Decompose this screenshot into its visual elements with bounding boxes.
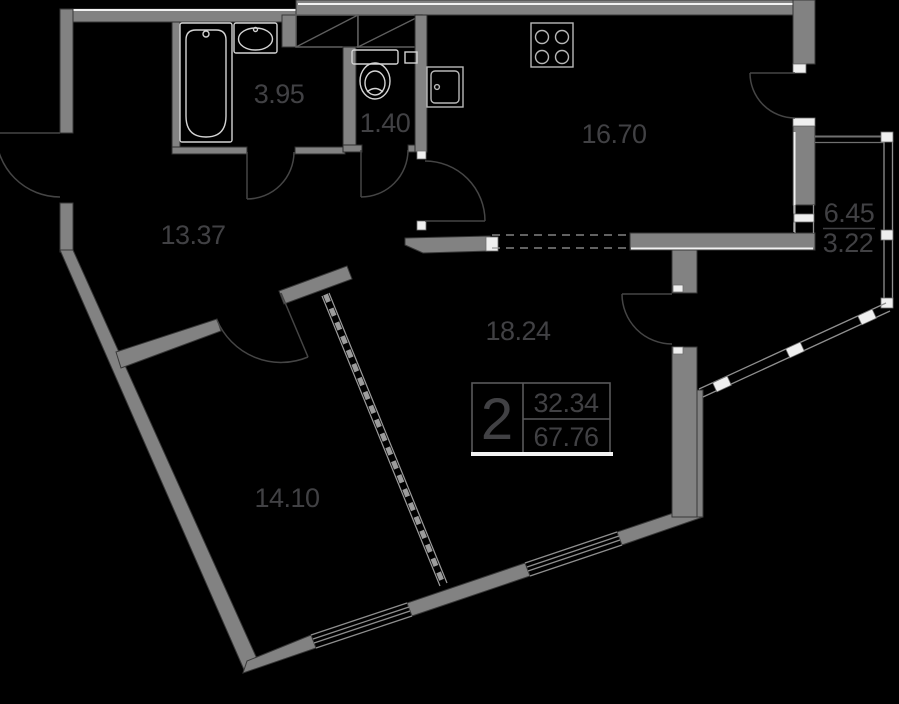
room-labels: 3.95 1.40 16.70 13.37 18.24 14.10 6.45 3… [160, 79, 875, 513]
stamp-room-count: 2 [481, 387, 513, 452]
wall-kitchen-south [629, 232, 816, 251]
toilet-icon [351, 49, 418, 100]
washing-machine-icon [426, 66, 464, 108]
wall-east-outer-strip [696, 389, 704, 518]
wall-wc-south-left [342, 144, 363, 153]
glazing-tick [712, 375, 732, 393]
wall-kitchen-right-lower [792, 125, 816, 206]
wall-left-slant [59, 249, 259, 673]
stove-icon [530, 22, 574, 68]
interior-walls [115, 14, 630, 369]
wall-hall-bedroom [115, 318, 222, 369]
wall-bathroom-south-right [294, 146, 346, 155]
wc-area-label: 1.40 [360, 108, 411, 138]
kitchen-area-label: 16.70 [581, 119, 646, 149]
wall-living-west-piece [404, 235, 491, 254]
wall-kitchen-right-upper [792, 0, 816, 65]
fixtures [179, 22, 574, 143]
wall-shaft-junction [281, 14, 297, 48]
wall-left-upper [59, 8, 74, 134]
wall-bathroom-west [171, 21, 181, 148]
stamp-total-area: 67.76 [533, 422, 598, 452]
wall-east-lower [671, 346, 698, 518]
exterior-walls [59, 0, 816, 674]
wall-top-main [295, 0, 816, 16]
vent-shafts [295, 14, 423, 48]
balcony-area-counted: 3.22 [823, 228, 874, 258]
stamp-underline [471, 452, 613, 456]
wall-piece-jamb [485, 236, 499, 252]
bathroom-area-label: 3.95 [254, 79, 305, 109]
window-bedroom [310, 602, 413, 649]
entrance-door [0, 132, 61, 198]
wall-hall-bedroom-piece [278, 265, 353, 305]
glazing-tick [880, 229, 894, 241]
wall-bottom-seg2 [406, 562, 531, 617]
living-area-label: 18.24 [485, 316, 551, 346]
wash-basin-icon [233, 22, 278, 54]
hallway-area-label: 13.37 [160, 220, 225, 250]
kitchen-balcony-door [749, 63, 816, 127]
wall-left-lower [59, 202, 74, 253]
bathroom-door [246, 151, 295, 200]
wall-bathroom-south-left [171, 146, 248, 155]
bathtub-icon [179, 22, 233, 143]
hall-living-door [416, 150, 486, 231]
apartment-stamp: 2 32.34 67.76 [471, 382, 613, 456]
glazing-tick [880, 297, 894, 309]
glazing-tick [857, 308, 877, 326]
wall-bath-wc-divider [342, 46, 357, 153]
vent-shaft-diagonal [295, 14, 359, 48]
wall-wc-east [414, 14, 428, 153]
doors [0, 63, 816, 364]
window-living [524, 531, 623, 577]
balcony-area-full: 6.45 [824, 198, 875, 228]
living-balcony-door [621, 284, 684, 355]
balcony-glazing [698, 131, 894, 398]
kitchen-window-tick [793, 213, 815, 223]
stamp-living-area: 32.34 [533, 388, 599, 418]
glazing-tick [785, 341, 805, 359]
balcony-area-label: 6.45 3.22 [823, 198, 875, 258]
bottom-windows [310, 531, 623, 649]
hatched-partition [321, 292, 448, 587]
vent-shaft-diagonal [357, 14, 423, 48]
wc-door [360, 149, 409, 198]
glazing-tick [880, 131, 894, 143]
hall-bedroom-door [216, 292, 309, 364]
bedroom-area-label: 14.10 [254, 483, 319, 513]
